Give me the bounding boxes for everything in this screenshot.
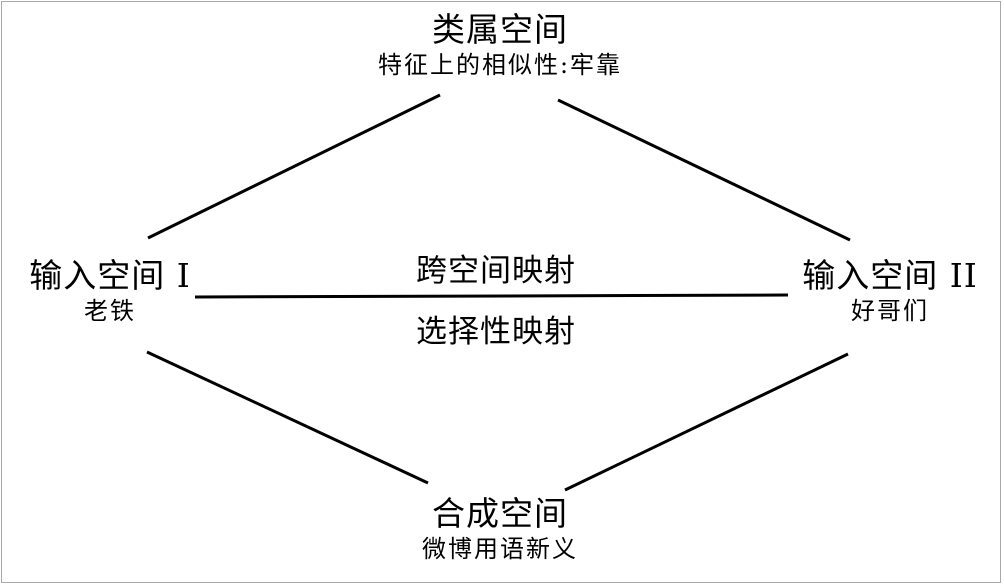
blended-space-node: 合成空间 微博用语新义: [340, 494, 660, 564]
line-input2-to-blend: [564, 352, 849, 492]
input-space-1-subtitle: 老铁: [84, 297, 136, 325]
line-input1-to-blend: [146, 350, 429, 485]
input-space-2-subtitle: 好哥们: [851, 297, 929, 325]
generic-space-subtitle: 特征上的相似性:牢靠: [377, 51, 623, 79]
input-space-2-node: 输入空间 II 好哥们: [780, 256, 1000, 326]
line-generic-to-input2: [557, 98, 851, 242]
input-space-1-node: 输入空间 I 老铁: [10, 256, 210, 326]
blended-space-subtitle: 微博用语新义: [422, 535, 578, 563]
selective-mapping-label: 选择性映射: [416, 314, 576, 350]
blended-space-title: 合成空间: [432, 494, 568, 533]
input-space-2-title: 输入空间 II: [802, 256, 978, 295]
generic-space-node: 类属空间 特征上的相似性:牢靠: [340, 10, 660, 80]
cross-space-mapping-label: 跨空间映射: [416, 253, 576, 289]
line-cross-space-mapping: [194, 293, 789, 299]
line-generic-to-input1: [147, 93, 441, 240]
generic-space-title: 类属空间: [432, 10, 568, 49]
input-space-1-title: 输入空间 I: [29, 256, 191, 295]
